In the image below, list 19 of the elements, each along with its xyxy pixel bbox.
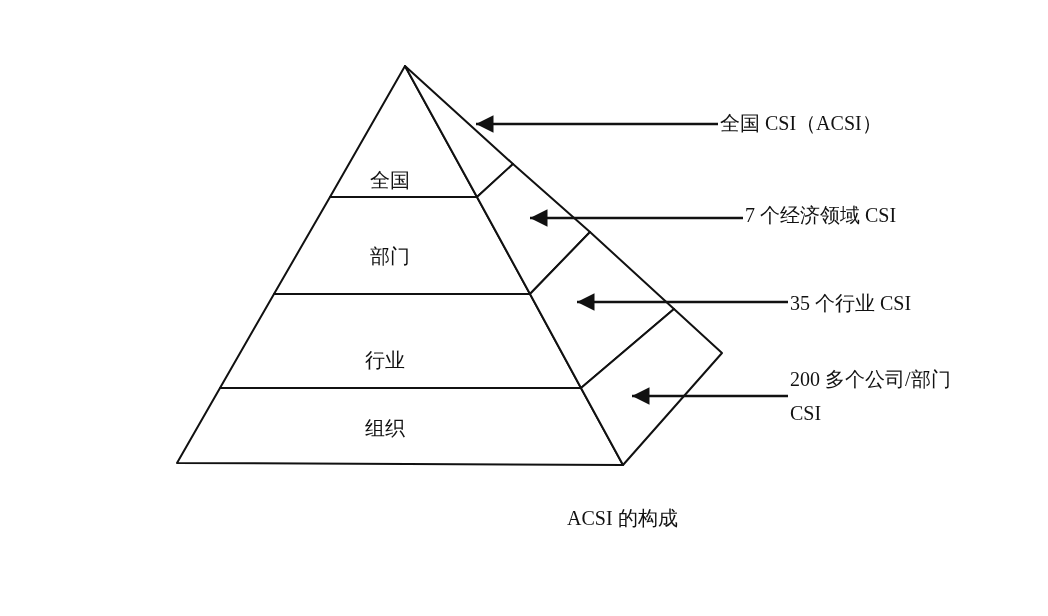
pyramid-side-face [530, 232, 674, 388]
callout-text: 7 个经济领域 CSI [745, 198, 975, 232]
layer-label: 全国 [370, 167, 410, 193]
arrow [530, 209, 743, 227]
callout-text: 200 多个公司/部门 CSI [790, 362, 980, 430]
layer-label: 组织 [365, 415, 405, 441]
pyramid-layer [177, 388, 623, 465]
arrow [476, 115, 718, 133]
arrow [632, 387, 788, 405]
pyramid-layer [330, 66, 477, 197]
caption: ACSI 的构成 [567, 506, 678, 531]
layer-label: 行业 [365, 347, 405, 373]
pyramid-layer [274, 197, 530, 294]
callout-text: 35 个行业 CSI [790, 286, 990, 320]
pyramid-side-face [581, 309, 722, 465]
layer-label: 部门 [370, 243, 410, 269]
arrow [577, 293, 788, 311]
callout-text: 全国 CSI（ACSI） [720, 106, 950, 140]
pyramid-side-face [477, 164, 590, 294]
